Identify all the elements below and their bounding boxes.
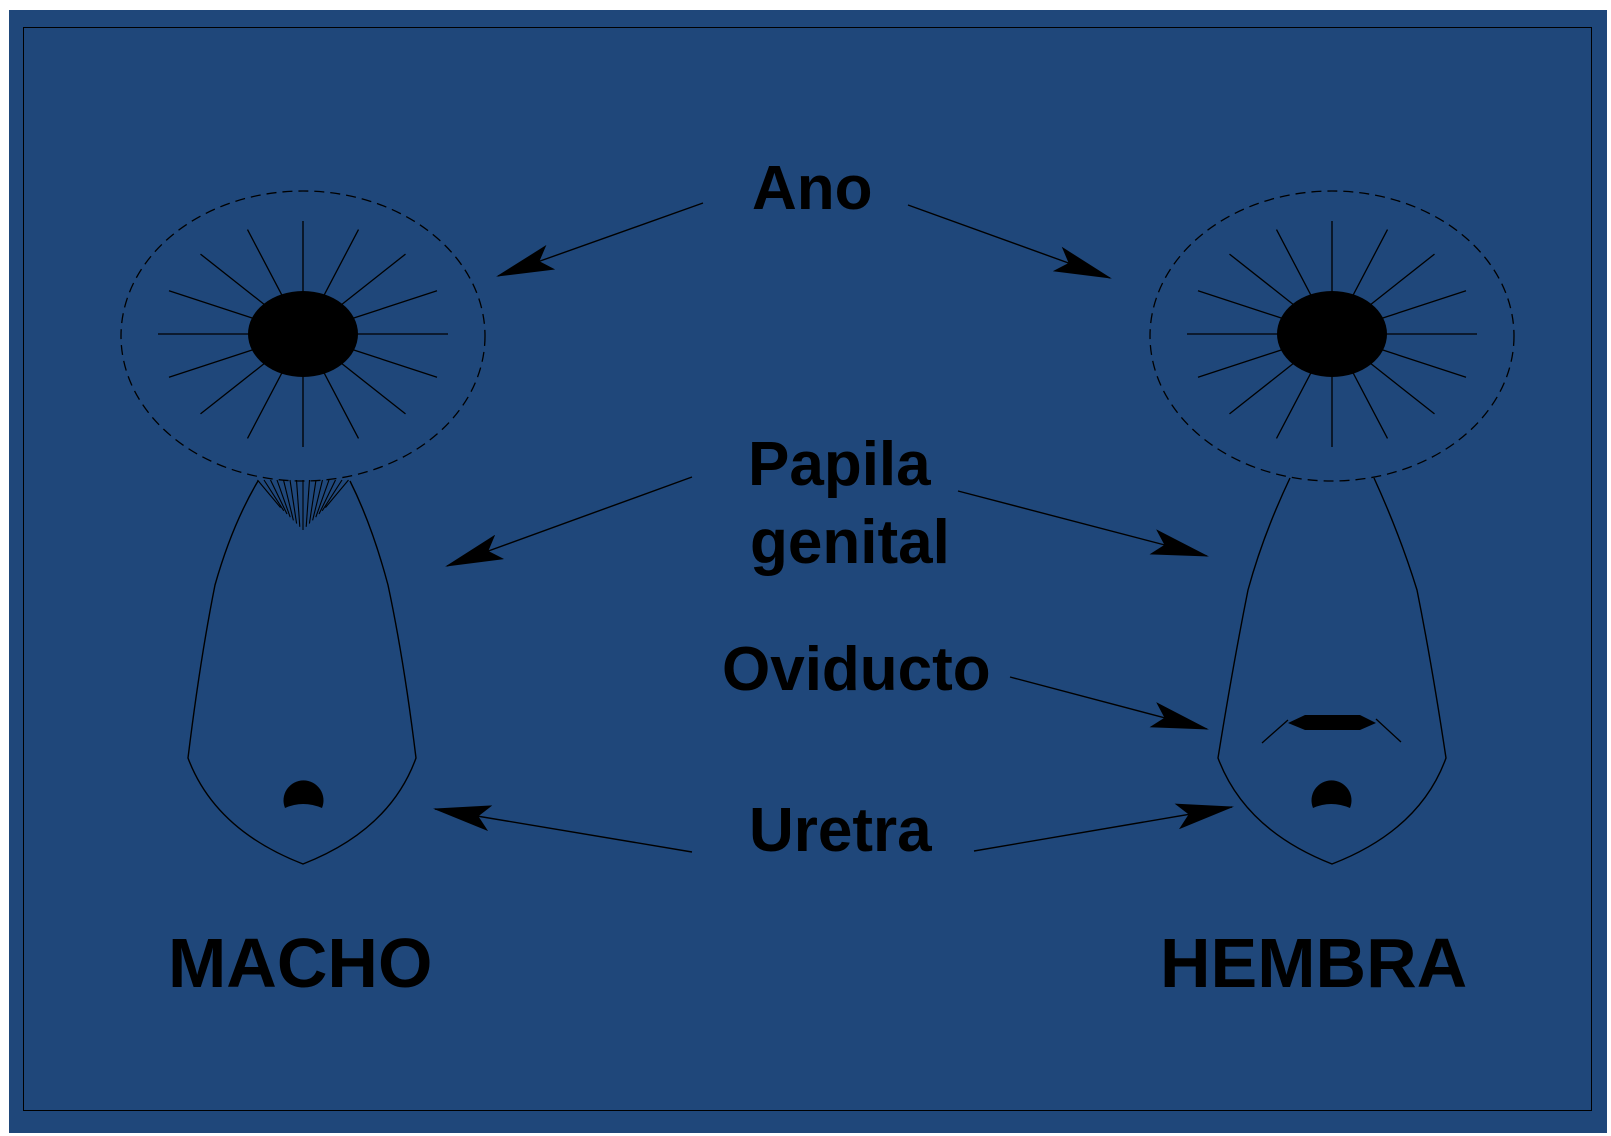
anal-ray [337, 253, 406, 308]
female-anus [1277, 291, 1387, 377]
anal-ray [1275, 368, 1314, 439]
female-oviduct-lips [1261, 718, 1402, 744]
papilla-fringe-line [276, 479, 291, 518]
anal-ray [168, 347, 258, 378]
papilla-fringe-line [282, 479, 294, 521]
papilla-fringe-line [321, 479, 343, 512]
anal-ray [337, 360, 406, 415]
label-oviducto: Oviducto [722, 635, 991, 704]
anal-ray [200, 253, 269, 308]
anal-ray [348, 347, 438, 378]
papilla-fringe-line [324, 479, 349, 508]
male-urethra-opening [283, 780, 324, 808]
anal-ray [1197, 290, 1287, 321]
female-genital-papilla [1217, 477, 1447, 865]
diagram-background [9, 10, 1607, 1133]
label-uretra: Uretra [749, 796, 932, 865]
label-papila-line2: genital [750, 508, 950, 577]
label-female: HEMBRA [1160, 924, 1467, 1002]
anal-ray [1197, 347, 1287, 378]
female-oviduct-opening [1288, 715, 1376, 730]
anal-ray [1350, 368, 1389, 439]
female-anal-rays [1187, 221, 1477, 447]
anal-ray [1350, 229, 1389, 300]
label-male: MACHO [168, 924, 432, 1002]
male-specimen [120, 190, 486, 865]
anal-ray [348, 290, 438, 321]
anal-ray [1366, 360, 1435, 415]
papilla-fringe-line [295, 479, 301, 527]
male-papilla-fringe [257, 479, 349, 530]
anal-ray [321, 229, 360, 300]
arrow-uretra-female [973, 803, 1234, 852]
callout-arrows [433, 202, 1234, 853]
arrow-papila-male [445, 476, 693, 567]
papilla-fringe-line [315, 479, 330, 518]
papilla-fringe-line [305, 479, 311, 527]
female-urethra-opening [1311, 780, 1352, 808]
papilla-fringe-line [308, 479, 317, 524]
anal-ray [200, 360, 269, 415]
male-genital-papilla [187, 480, 417, 865]
anal-ray [246, 229, 285, 300]
papilla-fringe-line [318, 479, 336, 515]
papilla-fringe-line [263, 479, 285, 512]
papilla-fringe-line [270, 479, 288, 515]
anal-ray [1366, 253, 1435, 308]
anal-ray [1275, 229, 1314, 300]
female-specimen [1149, 190, 1515, 865]
anal-ray [1229, 360, 1298, 415]
arrow-ano-female [907, 204, 1112, 279]
label-ano: Ano [752, 154, 873, 223]
papilla-fringe-line [289, 479, 298, 524]
arrow-papila-female [957, 490, 1209, 557]
anal-ray [1377, 347, 1467, 378]
label-papila-line1: Papila [748, 430, 931, 499]
diagram-frame [23, 27, 1592, 1111]
arrow-uretra-male [433, 805, 693, 853]
male-anal-rays [158, 221, 448, 447]
anal-ray [1377, 290, 1467, 321]
arrow-oviducto-female [1009, 676, 1209, 730]
male-anus [248, 291, 358, 377]
anal-ray [321, 368, 360, 439]
papilla-fringe-line [312, 479, 324, 521]
anal-ray [1229, 253, 1298, 308]
anal-ray [168, 290, 258, 321]
papilla-fringe-line [257, 479, 282, 508]
arrow-ano-male [496, 202, 704, 277]
anal-ray [246, 368, 285, 439]
female-anal-ring [1149, 190, 1515, 482]
